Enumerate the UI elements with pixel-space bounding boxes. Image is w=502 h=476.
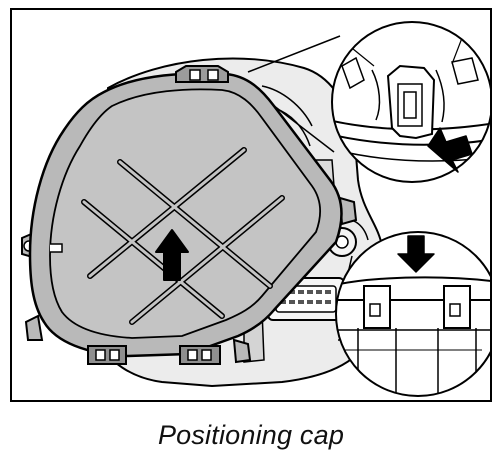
top-retaining-clip [175, 65, 229, 83]
positioning-cap [21, 65, 358, 365]
lift-direction-arrow-icon [155, 229, 189, 281]
positioning-cap-illustration [21, 21, 490, 397]
press-clip-arrow-icon [427, 127, 473, 173]
illustration-frame [10, 8, 492, 402]
top-detail-zoom [331, 21, 490, 183]
press-down-arrow-icon [397, 235, 435, 273]
bottom-detail-zoom [335, 231, 490, 397]
figure-caption: Positioning cap [157, 420, 345, 450]
bottom-retaining-clips [87, 345, 221, 365]
